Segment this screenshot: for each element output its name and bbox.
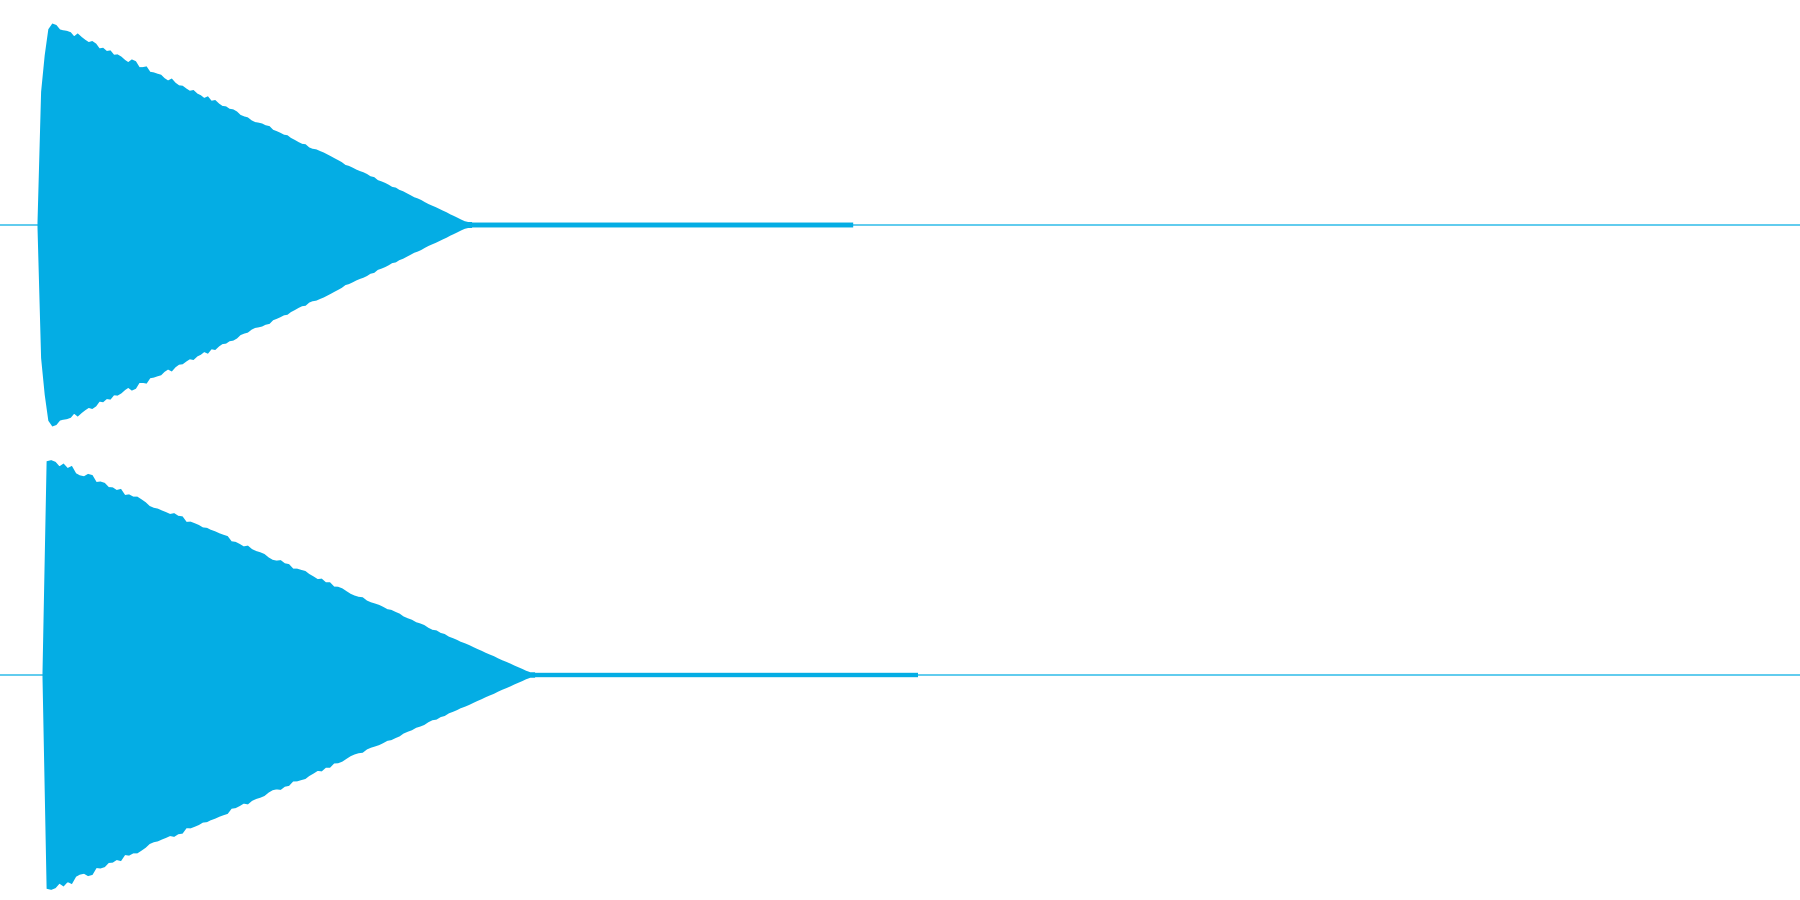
channel-1-track[interactable] bbox=[0, 23, 1800, 427]
channel-1-waveform bbox=[37, 23, 473, 427]
channel-2-track[interactable] bbox=[0, 460, 1800, 890]
channel-1-tail bbox=[471, 222, 854, 228]
channel-2-tail bbox=[534, 672, 918, 678]
channel-2-waveform bbox=[42, 460, 536, 890]
